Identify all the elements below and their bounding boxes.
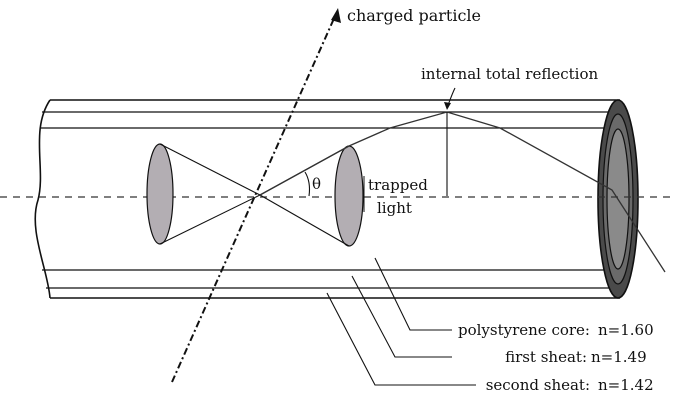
cone-left-bottom-edge — [159, 194, 261, 245]
light-label: light — [377, 199, 412, 217]
fiber-body — [38, 100, 620, 298]
trapped-label: trapped — [368, 176, 428, 194]
light-cone-left — [146, 143, 261, 245]
cone-right-bottom-edge — [259, 194, 350, 247]
first-sheat-name-label: first sheat: — [505, 348, 587, 366]
internal-reflection-label: internal total reflection — [421, 65, 598, 83]
charged-particle-track — [171, 13, 337, 383]
core-leader-line — [374, 257, 452, 331]
second-sheat-index-label: n=1.42 — [598, 376, 654, 394]
theta-angle-arc — [304, 171, 311, 197]
second-sheat-name-label: second sheat: — [486, 376, 590, 394]
cone-right-base — [334, 145, 364, 247]
charged-particle-label: charged particle — [347, 6, 481, 25]
fiber-left-cut — [34, 99, 51, 299]
first-sheat-leader-line — [351, 275, 452, 358]
cone-left-top-edge — [159, 143, 261, 196]
core-name-label: polystyrene core: — [458, 321, 590, 339]
theta-label: θ — [312, 175, 321, 193]
core-index-label: n=1.60 — [598, 321, 654, 339]
cone-left-base — [146, 143, 174, 245]
first-sheat-index-label: n=1.49 — [591, 348, 647, 366]
charged-particle-arrowhead — [331, 8, 341, 23]
second-sheat-leader-line — [326, 292, 476, 386]
reflection-leader-arrowhead — [444, 102, 451, 110]
